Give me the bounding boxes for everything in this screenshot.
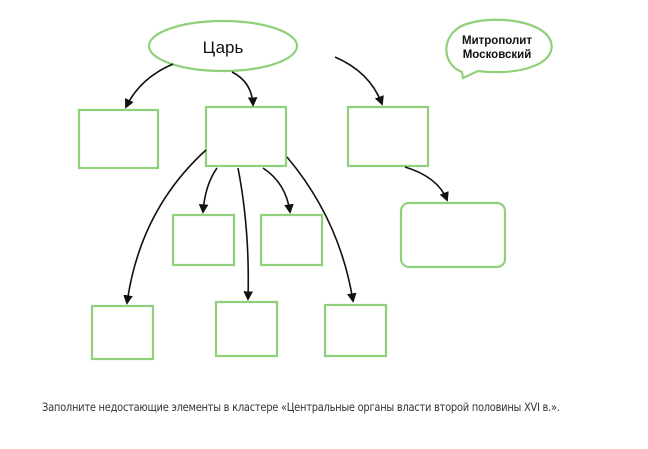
arrow: [237, 167, 254, 301]
arrow: [231, 71, 258, 107]
task-caption: Заполните недостающие элементы в кластер…: [42, 400, 560, 414]
arrow: [123, 149, 207, 305]
arrow: [286, 156, 357, 303]
root-label: Царь: [203, 38, 244, 57]
empty-box-4[interactable]: [399, 201, 507, 269]
empty-box-8[interactable]: [214, 300, 279, 358]
empty-box-3[interactable]: [346, 105, 430, 168]
arrow: [334, 56, 384, 106]
empty-box-1[interactable]: [77, 108, 160, 170]
empty-box-9[interactable]: [323, 303, 388, 358]
metropolitan-label-1: Митрополит: [462, 35, 532, 47]
arrow: [198, 167, 218, 214]
arrow: [262, 167, 294, 214]
empty-box-2[interactable]: [204, 105, 288, 168]
metropolitan-bubble: [445, 18, 553, 80]
arrow: [125, 63, 174, 109]
root-node-tsar: [147, 19, 299, 73]
empty-box-7[interactable]: [90, 304, 155, 361]
metropolitan-label-2: Московский: [463, 49, 532, 61]
empty-box-6[interactable]: [259, 213, 324, 267]
empty-box-5[interactable]: [171, 213, 236, 267]
arrow: [404, 166, 449, 202]
